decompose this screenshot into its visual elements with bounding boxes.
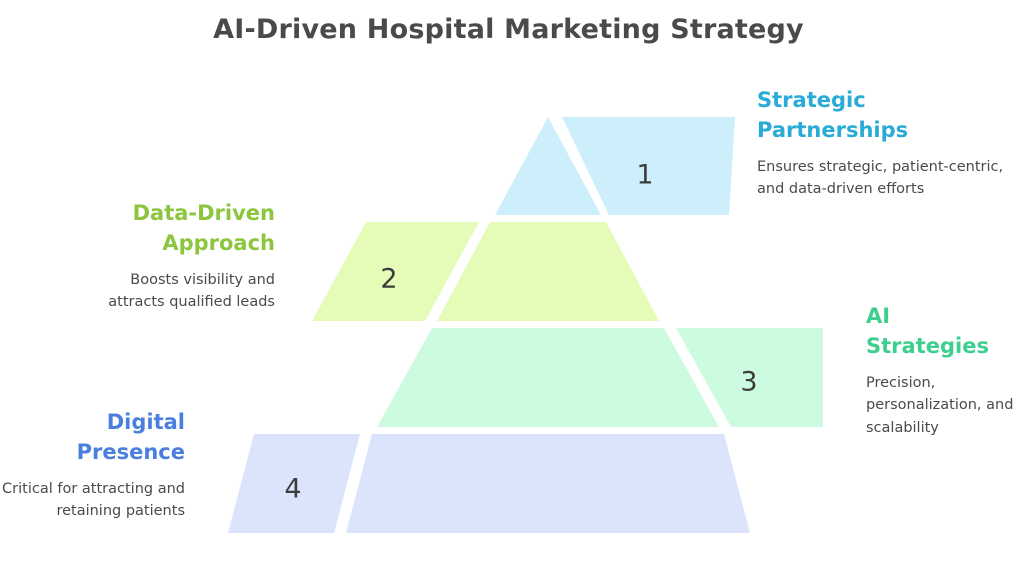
callout-strategic-partnerships: Strategic Partnerships Ensures strategic… — [757, 86, 1009, 201]
callout-1-heading: Strategic Partnerships — [757, 88, 909, 142]
pyramid-level-3-tab[interactable] — [676, 328, 823, 427]
pyramid-level-4-tab[interactable] — [228, 434, 360, 533]
callout-2-heading: Data-Driven Approach — [132, 201, 275, 255]
pyramid-level-2-trapezoid[interactable] — [437, 222, 659, 321]
pyramid-level-4-trapezoid[interactable] — [346, 434, 750, 533]
callout-digital-presence: Digital Presence Critical for attracting… — [0, 408, 185, 523]
pyramid-level-1-triangle[interactable] — [495, 117, 601, 215]
pyramid-level-1-number: 1 — [636, 160, 653, 191]
callout-1-description: Ensures strategic, patient-centric, and … — [757, 158, 1004, 198]
callout-3-heading: AI Strategies — [866, 304, 989, 358]
pyramid-level-3-trapezoid[interactable] — [377, 328, 719, 427]
callout-ai-strategies: AI Strategies Precision, personalization… — [866, 302, 1016, 439]
pyramid-level-3-number: 3 — [740, 367, 757, 398]
callout-2-description: Boosts visibility and attracts qualified… — [108, 271, 275, 311]
callout-4-description: Critical for attracting and retaining pa… — [2, 480, 185, 520]
pyramid-level-1-tab[interactable] — [562, 117, 735, 215]
callout-3-description: Precision, personalization, and scalabil… — [866, 374, 1014, 436]
pyramid-level-2-number: 2 — [380, 264, 397, 295]
pyramid-level-4-number: 4 — [284, 474, 301, 505]
page-title: AI-Driven Hospital Marketing Strategy — [213, 14, 804, 45]
callout-4-heading: Digital Presence — [76, 410, 185, 464]
pyramid-level-2-tab[interactable] — [312, 222, 479, 321]
callout-data-driven-approach: Data-Driven Approach Boosts visibility a… — [75, 199, 275, 314]
